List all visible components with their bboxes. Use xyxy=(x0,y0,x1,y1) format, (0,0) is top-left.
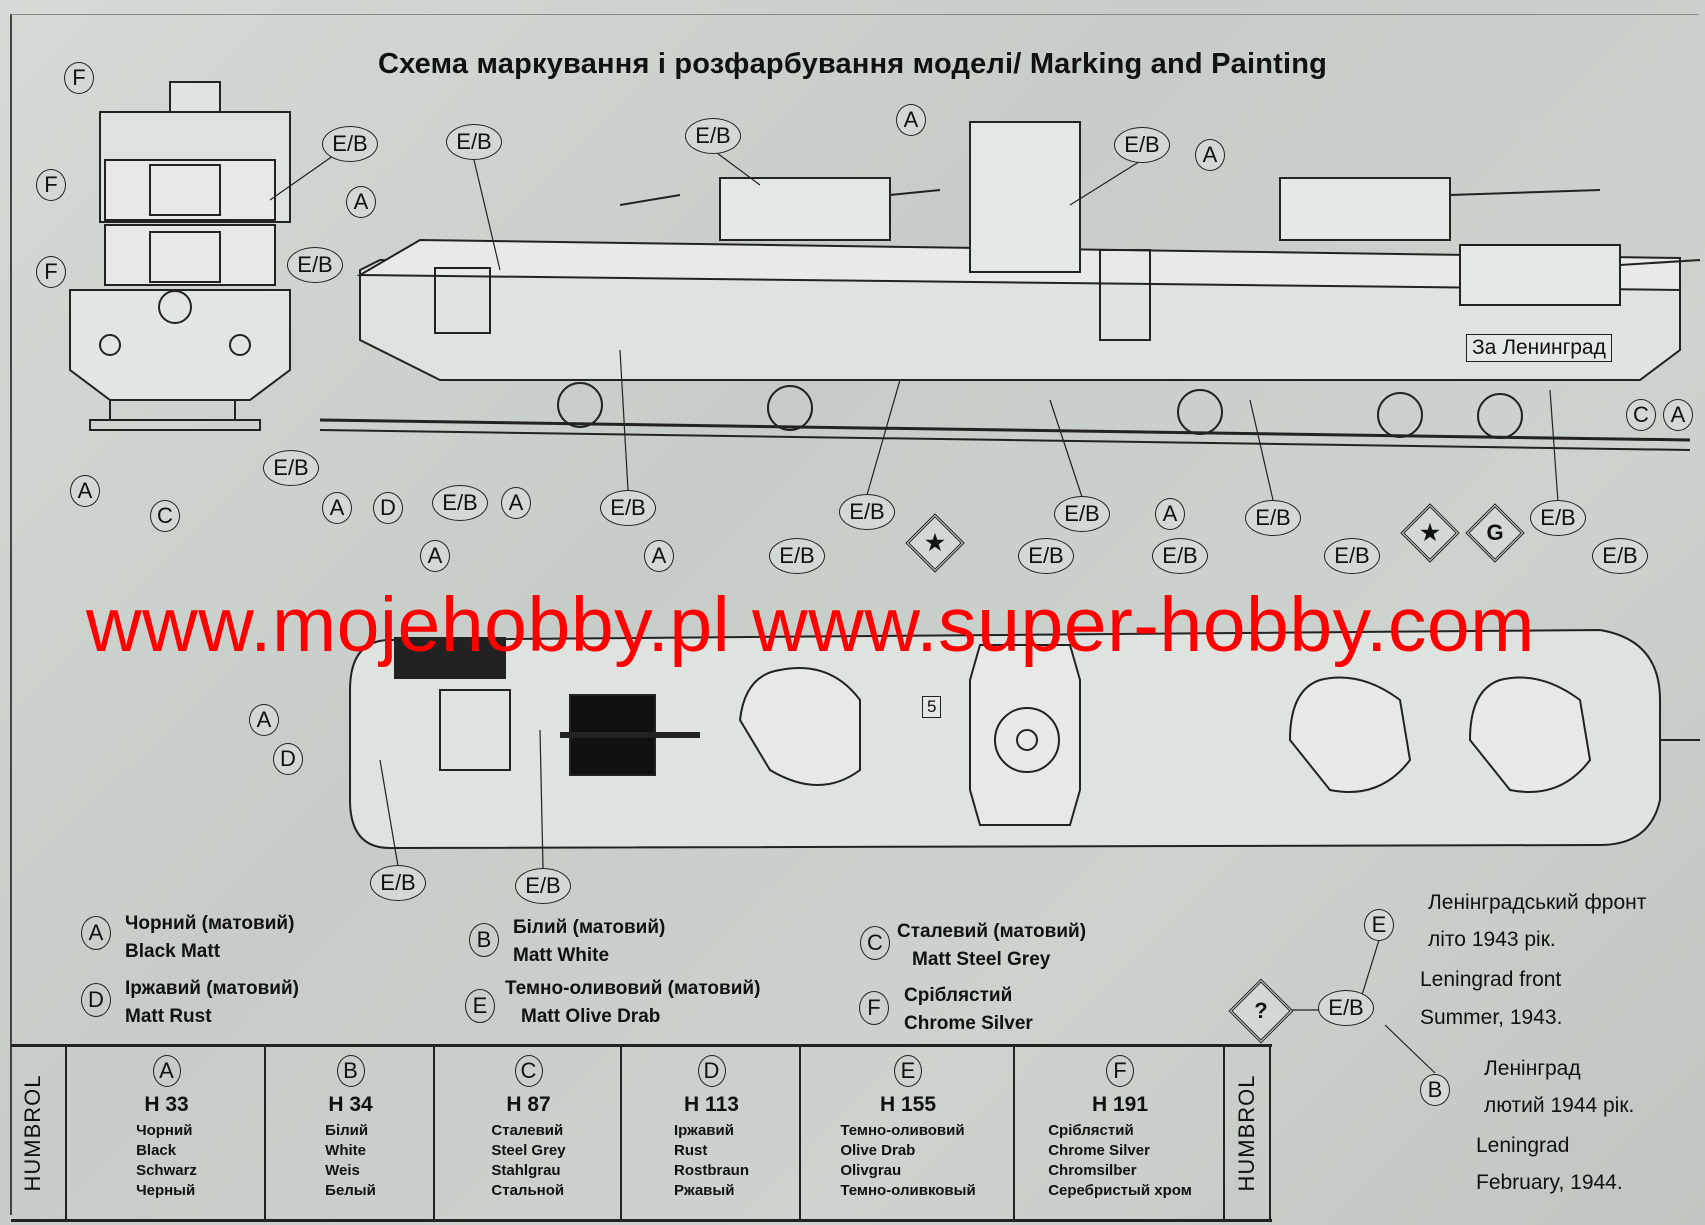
scheme-b-text: February, 1944. xyxy=(1476,1171,1623,1194)
legend-item-d: Іржавий (матовий)Matt Rust xyxy=(125,978,299,1027)
callout-top: E/B xyxy=(1592,538,1648,574)
callout-top: E/B xyxy=(1324,538,1380,574)
callout-side: A xyxy=(896,104,926,136)
callout-side: A xyxy=(322,492,352,524)
callout-top: A xyxy=(249,704,279,736)
scheme-b-callout: B xyxy=(1420,1074,1450,1106)
humbrol-label-right: HUMBROL xyxy=(1223,1047,1271,1219)
humbrol-label-left: HUMBROL xyxy=(20,1074,45,1192)
scheme-e-text: Ленінградський фронт xyxy=(1428,891,1647,914)
callout-top: E/B xyxy=(1152,538,1208,574)
legend-key-b: B xyxy=(469,923,499,957)
callout-side: E/B xyxy=(600,490,656,526)
callout-front-eb2: E/B xyxy=(287,247,343,283)
callout-side: E/B xyxy=(1054,496,1110,532)
callout-side: C xyxy=(1626,399,1656,431)
callout-front-eb1: E/B xyxy=(322,126,378,162)
callout-front-a2: A xyxy=(70,475,100,507)
slogan-marking: За Ленинград xyxy=(1466,334,1612,362)
callout-top: E/B xyxy=(370,865,426,901)
callout-front-f3: F xyxy=(36,256,66,288)
legend-key-a: A xyxy=(81,916,111,950)
callout-top: A xyxy=(420,540,450,572)
callout-side: E/B xyxy=(839,494,895,530)
callout-top: D xyxy=(273,743,303,775)
scheme-e-text: Summer, 1943. xyxy=(1420,1006,1563,1029)
side-view-drawing xyxy=(319,121,1701,451)
callout-side: E/B xyxy=(446,124,502,160)
legend-item-b: Білий (матовий)Matt White xyxy=(513,917,666,966)
scheme-b-text: Ленінград xyxy=(1484,1057,1581,1080)
callout-top: E/B xyxy=(1018,538,1074,574)
callout-side: A xyxy=(1195,139,1225,171)
callout-side: A xyxy=(1663,399,1693,431)
callout-side: A xyxy=(1155,498,1185,530)
callout-top: E/B xyxy=(769,538,825,574)
legend-item-a: Чорний (матовий)Black Matt xyxy=(125,913,295,962)
callout-front-c: C xyxy=(150,500,180,532)
scheme-e-callout: E xyxy=(1364,909,1394,941)
legend-key-e: E xyxy=(465,989,495,1023)
callout-side: E/B xyxy=(1530,500,1586,536)
top-view-drawing xyxy=(349,628,1700,850)
callout-side: E/B xyxy=(1114,127,1170,163)
page-title: Схема маркування і розфарбування моделі/… xyxy=(377,48,1328,80)
callout-side: E/B xyxy=(685,118,741,154)
legend-key-c: C xyxy=(860,926,890,960)
scheme-b-text: лютий 1944 рік. xyxy=(1484,1094,1635,1117)
callout-top: A xyxy=(644,540,674,572)
scheme-eb-callout: E/B xyxy=(1318,990,1374,1026)
callout-top: E/B xyxy=(515,868,571,904)
front-view-drawing xyxy=(69,81,291,431)
legend-key-d: D xyxy=(81,983,111,1017)
legend-item-c: Сталевий (матовий)Matt Steel Grey xyxy=(897,921,1087,970)
scheme-e-text: Leningrad front xyxy=(1420,968,1562,991)
callout-front-f2: F xyxy=(36,169,66,201)
callout-front-eb3: E/B xyxy=(263,450,319,486)
sheet-frame xyxy=(10,14,1698,1215)
callout-side: E/B xyxy=(432,485,488,521)
leader-lines xyxy=(269,143,1559,1074)
watermark-text: www.mojehobby.pl www.super-hobby.com xyxy=(86,582,1535,668)
scheme-b-text: Leningrad xyxy=(1476,1134,1570,1157)
callout-front-f1: F xyxy=(64,62,94,94)
legend-key-f: F xyxy=(859,991,889,1025)
callout-side: A xyxy=(501,487,531,519)
callout-side: E/B xyxy=(1245,500,1301,536)
legend-item-e: Темно-оливовий (матовий)Matt Olive Drab xyxy=(505,978,761,1027)
callout-side: D xyxy=(373,492,403,524)
callout-front-a1: A xyxy=(346,186,376,218)
scheme-e-text: літо 1943 рік. xyxy=(1428,928,1556,951)
number-marking: 5 xyxy=(922,696,942,718)
